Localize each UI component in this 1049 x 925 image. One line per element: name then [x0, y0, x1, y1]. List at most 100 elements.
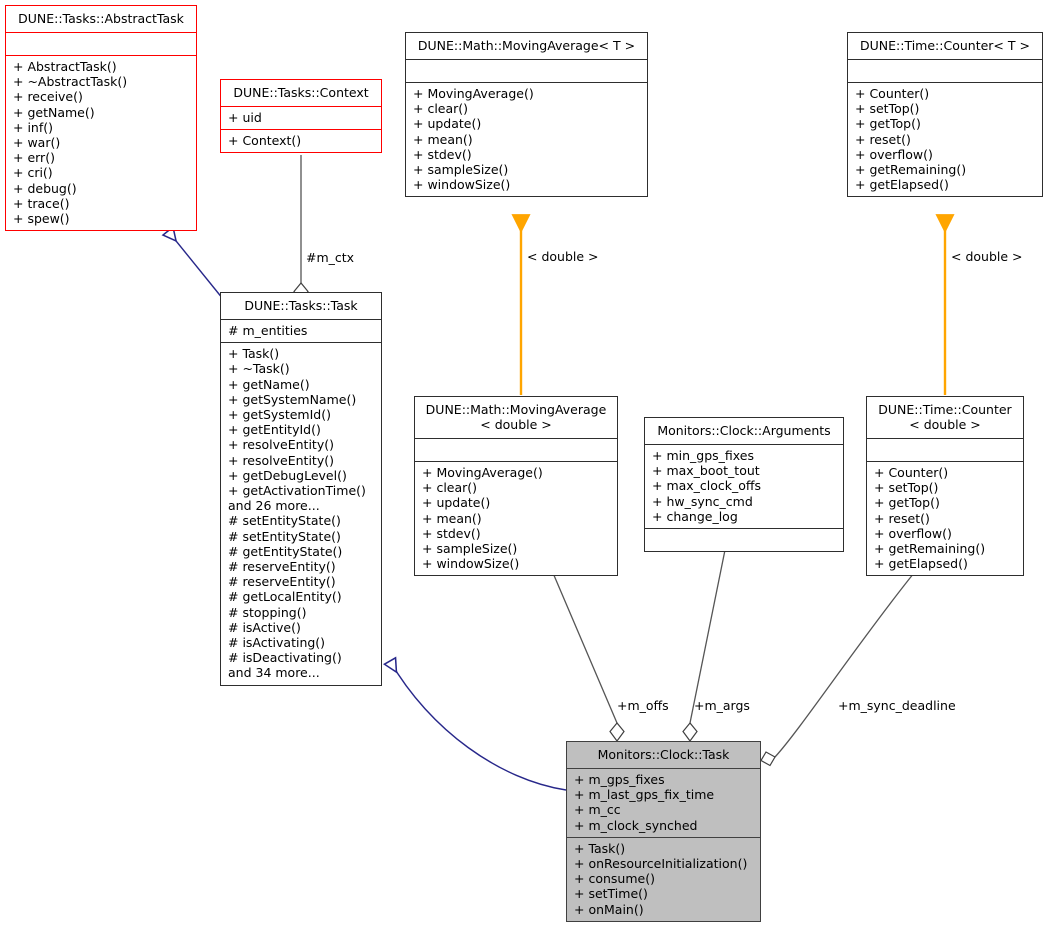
compartment-divider	[221, 129, 381, 131]
operations-compartment: + Task() + ~Task() + getName() + getSyst…	[221, 343, 381, 684]
compartment-divider	[848, 59, 1042, 60]
operation-row: + sampleSize()	[413, 162, 509, 178]
operations-compartment	[645, 529, 843, 551]
operation-row: + onMain()	[574, 901, 644, 917]
operation-row: # stopping()	[228, 604, 307, 620]
operation-row: + Context()	[228, 133, 302, 149]
operation-row: + getRemaining()	[874, 541, 986, 557]
operation-row: + getElapsed()	[874, 556, 968, 572]
operation-row: + getSystemId()	[228, 407, 331, 423]
class-title: DUNE::Tasks::AbstractTask	[18, 11, 184, 26]
attributes-compartment: + min_gps_fixes + max_boot_tout + max_cl…	[645, 445, 843, 528]
class-box-counter-template[interactable]: DUNE::Time::Counter< T > + Counter() + s…	[847, 32, 1043, 198]
attribute-row: + uid	[228, 110, 262, 125]
operation-row: + sampleSize()	[422, 541, 518, 557]
class-title: Monitors::Clock::Arguments	[657, 423, 831, 438]
compartment-divider	[645, 528, 843, 530]
operation-row: + overflow()	[855, 146, 933, 162]
operation-row: + windowSize()	[413, 177, 511, 193]
class-title: DUNE::Math::MovingAverage< T >	[417, 38, 636, 53]
operation-row: + receive()	[13, 89, 83, 105]
operation-row: + trace()	[13, 195, 70, 211]
attribute-row: + m_last_gps_fix_time	[574, 787, 715, 803]
compartment-divider	[867, 438, 1023, 439]
edge-label-m-sync-deadline: +m_sync_deadline	[838, 698, 956, 713]
attributes-compartment: + uid	[221, 107, 381, 129]
operation-row: + windowSize()	[422, 556, 520, 572]
operation-row: + Task()	[574, 840, 626, 856]
operations-compartment: + Counter() + setTop() + getTop() + rese…	[848, 83, 1042, 196]
operation-row: + resolveEntity()	[228, 437, 334, 453]
attribute-row: + m_cc	[574, 802, 621, 818]
compartment-divider	[221, 319, 381, 320]
compartment-divider	[406, 82, 647, 83]
operation-row: + onResourceInitialization()	[574, 856, 748, 872]
operation-row: + MovingAverage()	[413, 86, 534, 101]
attribute-row: # m_entities	[228, 323, 308, 338]
operation-row: + AbstractTask()	[13, 59, 117, 74]
class-box-moving-average-double[interactable]: DUNE::Math::MovingAverage < double > + M…	[414, 396, 618, 577]
operation-row: + update()	[422, 495, 491, 511]
class-box-abstract-task[interactable]: DUNE::Tasks::AbstractTask + AbstractTask…	[5, 5, 197, 232]
operation-row: + consume()	[574, 871, 655, 887]
operation-row: + mean()	[422, 510, 482, 526]
attribute-row: + min_gps_fixes	[652, 448, 754, 463]
operation-row: + getActivationTime()	[228, 483, 366, 499]
attributes-compartment: # m_entities	[221, 320, 381, 342]
class-title: DUNE::Tasks::Context	[233, 85, 369, 100]
edge-label-template-double-right: < double >	[951, 249, 1023, 264]
class-box-task[interactable]: DUNE::Tasks::Task # m_entities + Task() …	[220, 292, 382, 686]
operation-row: # getEntityState()	[228, 543, 343, 559]
class-title: DUNE::Tasks::Task	[244, 298, 358, 313]
operation-row: + reset()	[874, 510, 930, 526]
operation-row: + setTop()	[874, 480, 939, 496]
class-box-clock-arguments[interactable]: Monitors::Clock::Arguments + min_gps_fix…	[644, 417, 844, 553]
edge-label-template-double-left: < double >	[527, 249, 599, 264]
class-box-clock-task[interactable]: Monitors::Clock::Task + m_gps_fixes + m_…	[566, 741, 761, 922]
edge-movingaverage-aggregation-clocktask	[552, 572, 625, 743]
class-title: Monitors::Clock::Task	[597, 747, 730, 762]
operation-row: + update()	[413, 116, 482, 132]
class-title: DUNE::Time::Counter < double >	[878, 402, 1012, 432]
operation-row: + getTop()	[855, 116, 921, 132]
operation-row: + debug()	[13, 180, 77, 196]
attributes-compartment	[406, 60, 647, 82]
class-box-context[interactable]: DUNE::Tasks::Context + uid + Context()	[220, 79, 382, 154]
compartment-divider	[867, 461, 1023, 462]
operation-row: + ~Task()	[228, 361, 290, 377]
edge-label-m-args: +m_args	[694, 698, 750, 713]
operation-row: # reserveEntity()	[228, 574, 336, 590]
operation-row: + setTop()	[855, 101, 920, 117]
edge-clocktask-inherits-task	[390, 661, 567, 791]
operation-row: + getElapsed()	[855, 177, 949, 193]
compartment-divider	[406, 59, 647, 60]
compartment-divider	[415, 438, 617, 439]
attributes-compartment: + m_gps_fixes + m_last_gps_fix_time + m_…	[567, 769, 760, 837]
operation-row: # isDeactivating()	[228, 650, 342, 666]
operation-row: + getDebugLevel()	[228, 467, 347, 483]
operation-row: + setTime()	[574, 886, 648, 902]
attributes-compartment	[867, 439, 1023, 461]
operation-row: # isActivating()	[228, 635, 326, 651]
class-box-counter-double[interactable]: DUNE::Time::Counter < double > + Counter…	[866, 396, 1024, 577]
operation-row: + getSystemName()	[228, 391, 357, 407]
compartment-divider	[221, 106, 381, 107]
operation-row: and 34 more...	[228, 665, 320, 681]
operation-row: + getTop()	[874, 495, 940, 511]
operation-row: + war()	[13, 135, 61, 151]
operation-row: + clear()	[422, 480, 478, 496]
edge-counter-aggregation-clocktask	[760, 572, 915, 767]
compartment-divider	[848, 82, 1042, 83]
operation-row: # reserveEntity()	[228, 559, 336, 575]
operation-row: + overflow()	[874, 525, 952, 541]
operation-row: + reset()	[855, 131, 911, 147]
operation-row: # setEntityState()	[228, 513, 341, 529]
edge-label-m-ctx: #m_ctx	[306, 250, 355, 265]
operation-row: + resolveEntity()	[228, 452, 334, 468]
operation-row: # getLocalEntity()	[228, 589, 342, 605]
attribute-row: + change_log	[652, 508, 738, 524]
class-box-moving-average-template[interactable]: DUNE::Math::MovingAverage< T > + MovingA…	[405, 32, 648, 198]
edge-context-aggregation-task	[293, 155, 309, 301]
attributes-compartment	[848, 60, 1042, 82]
